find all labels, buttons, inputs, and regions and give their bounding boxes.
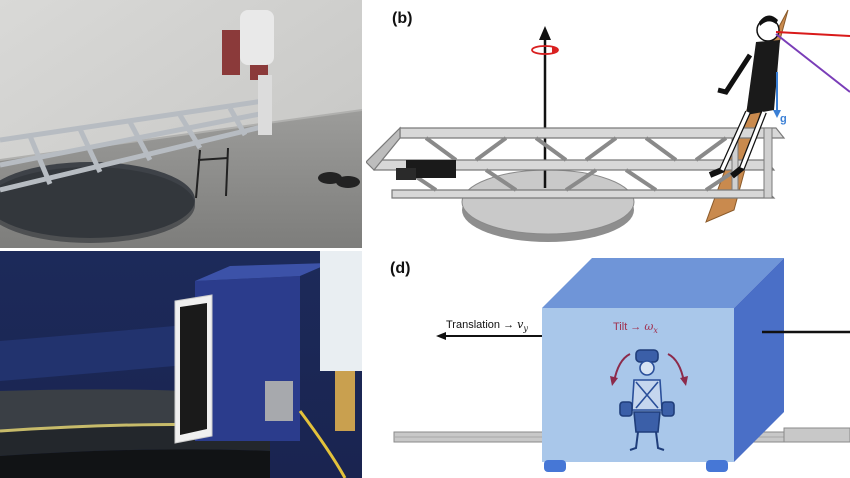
laser-purple: [775, 33, 850, 93]
panel-b-diagram: (b): [366, 0, 850, 250]
translation-label: Translation → vy: [446, 318, 528, 333]
rig-photo: [0, 0, 362, 248]
cabin-foot-left: [544, 460, 566, 472]
cabin-diagram: Translation → vy Tilt → ωx: [393, 258, 850, 472]
cabin-top: [542, 258, 784, 308]
panel-d-label: (d): [390, 260, 411, 277]
rig-frame: [0, 97, 271, 193]
cabin-side: [734, 258, 784, 462]
panel-b-label: (b): [392, 10, 413, 27]
panel-c-photo: [0, 251, 362, 478]
motor-block: [406, 160, 456, 178]
tilt-label: Tilt → ωx: [613, 320, 658, 335]
panel-d-diagram: (d) Translation → vy Tilt → ωx: [366, 252, 850, 478]
seated-person-icon: [619, 349, 675, 451]
cabin-foot-right: [706, 460, 728, 472]
truss-top-rail: [399, 127, 786, 139]
subject-figure: [708, 15, 780, 179]
cabin-photo: [0, 251, 362, 478]
panel-a-photo: [0, 0, 362, 248]
laser-red: [775, 31, 850, 37]
gravity-label: g: [780, 113, 787, 125]
truss-rig-drawing: g: [366, 9, 850, 242]
